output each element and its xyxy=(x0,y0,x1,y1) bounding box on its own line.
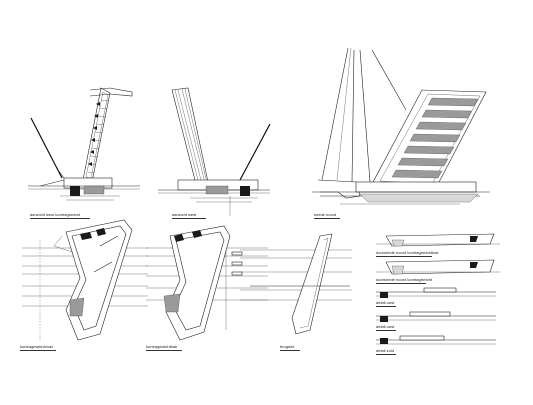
caption-underline xyxy=(146,350,182,351)
caption-underline xyxy=(376,354,396,355)
caption-plan-counterweight-floor: kontragewichtvloer xyxy=(20,344,54,349)
section-north-counterweight-drawing xyxy=(376,259,500,275)
caption-underline xyxy=(376,330,396,331)
caption-detail-east-2: detail oost xyxy=(376,324,395,329)
plan-counterweight-floor xyxy=(22,219,148,341)
detail-south-drawing xyxy=(376,335,496,345)
detail-east-1-drawing xyxy=(376,287,496,298)
elevation-west-counterweight-view xyxy=(28,87,140,201)
caption-plan-deck: brugdek xyxy=(280,344,295,349)
caption-plan-counterweight-basin: kontragewichtbak xyxy=(146,344,178,349)
section-north-counterweight-basin-drawing xyxy=(376,233,500,247)
caption-section-north-counterweight-basin: doorsnede noord kontragewichtbak xyxy=(376,250,439,255)
caption-underline xyxy=(30,218,90,219)
detail-east-2-drawing xyxy=(376,311,496,322)
caption-detail-south: detail zuid xyxy=(376,348,395,353)
elevation-west-view xyxy=(158,87,271,216)
caption-section-north-counterweight: doorsnede noord kontragewicht xyxy=(376,277,433,282)
caption-section-north: snede noord xyxy=(314,212,337,217)
caption-underline xyxy=(376,306,396,307)
caption-underline xyxy=(376,256,432,257)
caption-underline xyxy=(172,218,206,219)
caption-underline xyxy=(314,218,340,219)
caption-underline xyxy=(20,350,56,351)
caption-elevation-west: aanzicht west xyxy=(172,212,197,217)
caption-underline xyxy=(376,283,426,284)
caption-underline xyxy=(280,350,300,351)
plan-counterweight-basin xyxy=(146,225,268,341)
plan-bridge-deck xyxy=(240,233,352,335)
section-north-view xyxy=(312,47,490,205)
caption-detail-east-1: detail oost xyxy=(376,300,395,305)
caption-elevation-west-counterweight: aanzicht west kontragewicht xyxy=(30,212,81,217)
